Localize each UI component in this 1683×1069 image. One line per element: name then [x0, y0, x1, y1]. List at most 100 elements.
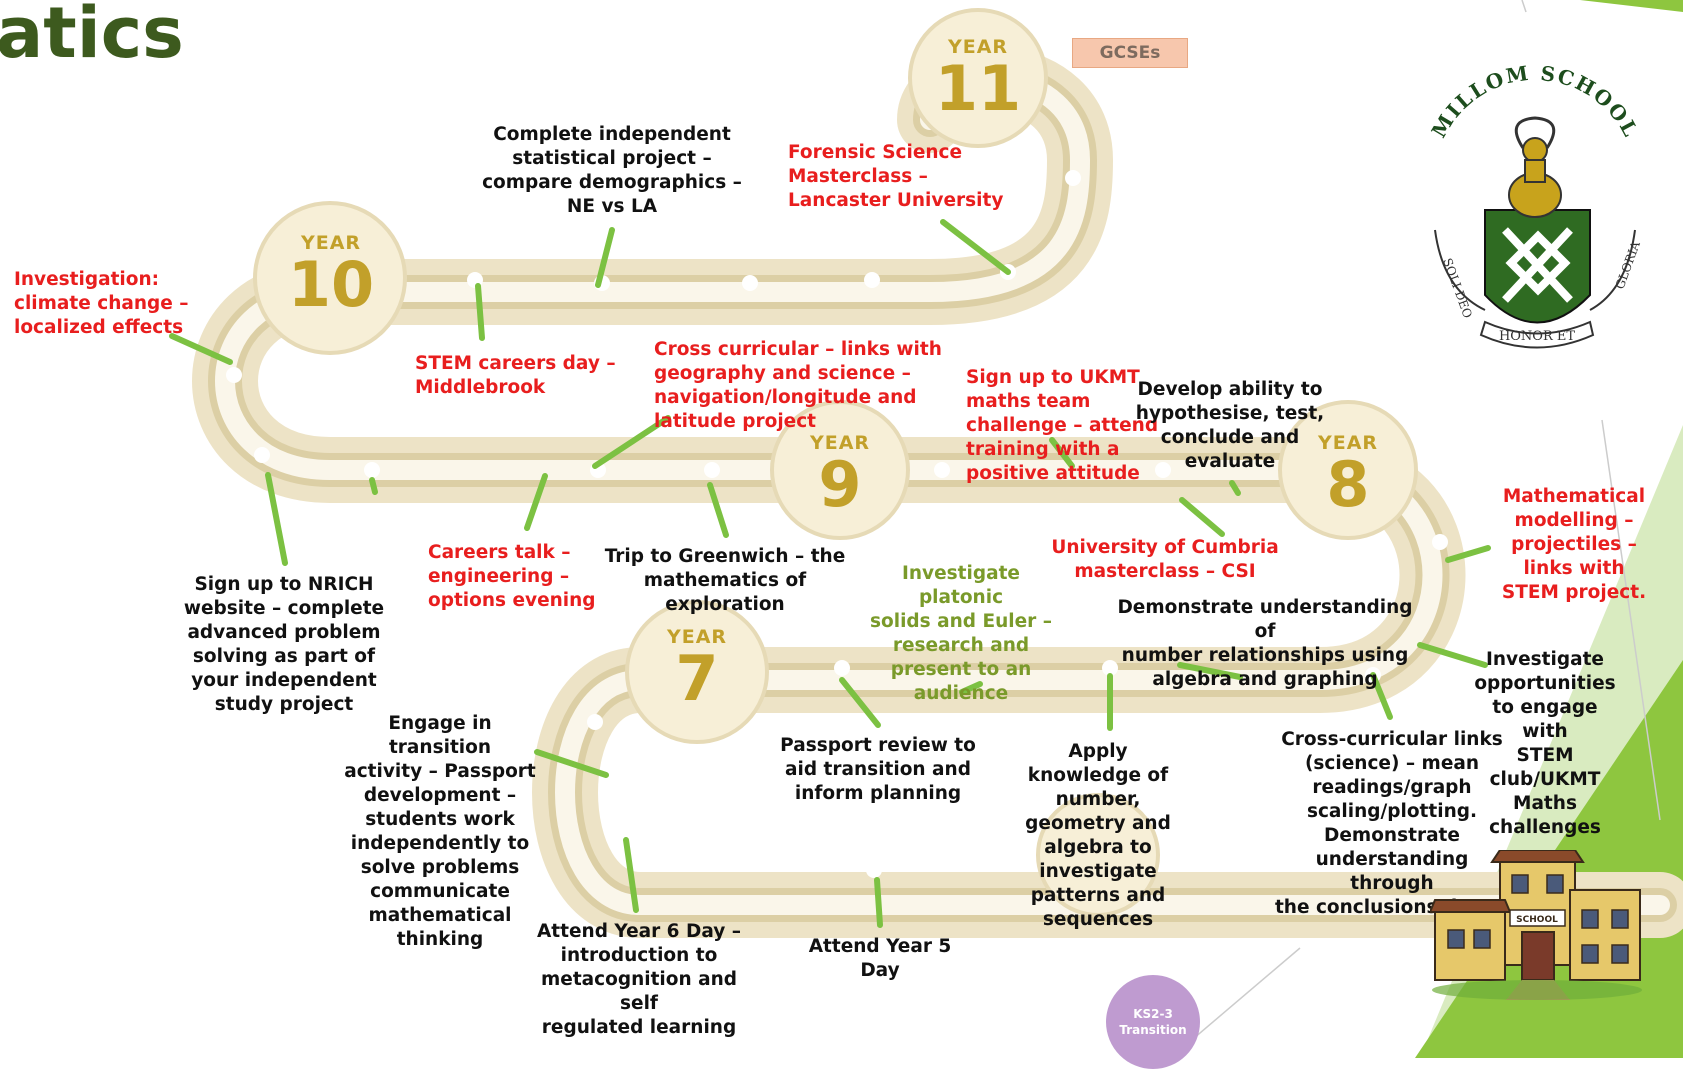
school-crest: MILLOM SCHOOL SOLI DEO HONOR ET GLORIA	[1427, 61, 1644, 349]
label-stem-careers: STEM careers day – Middlebrook	[415, 353, 616, 398]
stop	[226, 367, 242, 383]
stop	[704, 462, 720, 478]
road-lane	[215, 69, 1670, 915]
label-apply-knowledge: Apply knowledge of number, geometry and …	[1025, 741, 1171, 930]
connector	[592, 415, 671, 469]
stop	[254, 447, 270, 463]
road-stops	[226, 170, 1448, 878]
label-hypothesise: Develop ability to hypothesise, test, co…	[1135, 379, 1325, 472]
connector	[595, 227, 615, 288]
crest-name: MILLOM SCHOOL	[1427, 61, 1644, 142]
stop	[617, 820, 633, 836]
label-transition-activity: Engage in transition activity – Passport…	[344, 713, 536, 950]
school-window	[1546, 874, 1564, 894]
crest-scroll-left	[1434, 229, 1486, 311]
label-cumbria-masterclass: University of Cumbria masterclass – CSI	[1051, 537, 1279, 582]
label-climate-investigation: Investigation: climate change – localize…	[14, 269, 189, 338]
connector	[1229, 480, 1241, 496]
crest-figure-icon	[1508, 116, 1562, 218]
school-left-wing	[1434, 909, 1506, 981]
year-word: YEAR	[947, 36, 1009, 58]
school-window	[1447, 929, 1465, 949]
year-discs	[253, 8, 1418, 917]
stop	[587, 714, 603, 730]
grey-line-right	[1601, 419, 1661, 821]
connector	[839, 677, 881, 728]
connector	[369, 477, 378, 495]
year-marker-8: YEAR 8	[1298, 432, 1398, 516]
label-passport-review: Passport review to aid transition and in…	[780, 735, 976, 804]
year-number: 7	[675, 642, 719, 715]
crest-knot-icon	[1502, 227, 1573, 303]
stop	[742, 275, 758, 291]
year-disc-7	[625, 600, 769, 744]
label-cross-curricular-geography: Cross curricular – links with geography …	[654, 339, 942, 432]
school-tower-roof	[1490, 850, 1585, 863]
connector	[534, 749, 609, 778]
label-number-relationships: Demonstrate understanding of number rela…	[1117, 597, 1413, 690]
label-greenwich-trip: Trip to Greenwich – the mathematics of e…	[604, 546, 846, 615]
year-word: YEAR	[300, 232, 362, 254]
connector	[1445, 545, 1491, 563]
stop	[364, 462, 380, 478]
stop	[834, 660, 850, 676]
stop	[1065, 170, 1081, 186]
ks2-3-transition-badge: KS2-3 Transition	[1106, 975, 1200, 1069]
school-left-roof	[1430, 899, 1512, 913]
year-disc-9	[770, 400, 910, 540]
connector	[707, 482, 729, 538]
grey-line-top	[1521, 0, 1527, 13]
school-windows	[1447, 874, 1629, 964]
school-building-icon: SCHOOL	[1430, 850, 1642, 1000]
connector	[1370, 672, 1393, 720]
crest-motto-left: SOLI DEO	[1440, 256, 1475, 320]
label-statistical-project: Complete independent statistical project…	[482, 124, 742, 217]
connector	[265, 472, 288, 566]
year-marker-10: YEAR 10	[276, 232, 386, 316]
school-grass	[1432, 980, 1642, 1000]
connector	[1179, 497, 1225, 537]
connector	[1177, 662, 1243, 680]
label-nrich: Sign up to NRICH website – complete adva…	[183, 574, 385, 715]
ks23-line2: Transition	[1119, 1023, 1187, 1037]
gcse-badge: GCSEs	[1072, 38, 1188, 68]
label-year6-day: Attend Year 6 Day – introduction to meta…	[536, 921, 742, 1038]
crest-scroll-bottom	[1479, 320, 1595, 349]
stop	[699, 852, 715, 868]
label-mathematical-modelling: Mathematical modelling – projectiles – l…	[1501, 486, 1647, 603]
year-number: 8	[1326, 448, 1370, 521]
grey-line-bottom	[1179, 947, 1301, 1051]
year-number: 10	[287, 248, 375, 321]
year-marker-7: YEAR 7	[647, 626, 747, 710]
school-window	[1473, 929, 1491, 949]
stop	[934, 462, 950, 478]
year-disc-11	[908, 8, 1048, 148]
label-forensic-science: Forensic Science Masterclass – Lancaster…	[788, 142, 1004, 211]
stop	[1102, 660, 1118, 676]
green-corner-top	[1580, 0, 1683, 12]
label-year5-day: Attend Year 5 Day	[808, 936, 952, 981]
connector	[169, 333, 233, 365]
connector	[475, 283, 485, 341]
label-platonic-solids: Investigate platonic solids and Euler – …	[870, 563, 1052, 704]
school-right-wing	[1569, 889, 1641, 981]
connector	[874, 877, 883, 928]
year-number: 11	[934, 52, 1022, 125]
school-window	[1611, 909, 1629, 929]
school-sign-board	[1509, 909, 1566, 927]
connector	[1417, 642, 1488, 668]
connector	[524, 473, 548, 531]
school-window	[1611, 944, 1629, 964]
stop	[864, 272, 880, 288]
school-sign: SCHOOL	[1516, 915, 1558, 925]
connector	[1049, 437, 1075, 469]
label-careers-talk: Careers talk – engineering – options eve…	[428, 542, 596, 611]
crest-scroll-right	[1589, 229, 1636, 311]
year-word: YEAR	[1317, 432, 1379, 454]
year-word: YEAR	[809, 432, 871, 454]
year-number: 9	[818, 448, 862, 521]
school-window	[1581, 944, 1599, 964]
school-window	[1511, 874, 1529, 894]
stop	[1432, 534, 1448, 550]
